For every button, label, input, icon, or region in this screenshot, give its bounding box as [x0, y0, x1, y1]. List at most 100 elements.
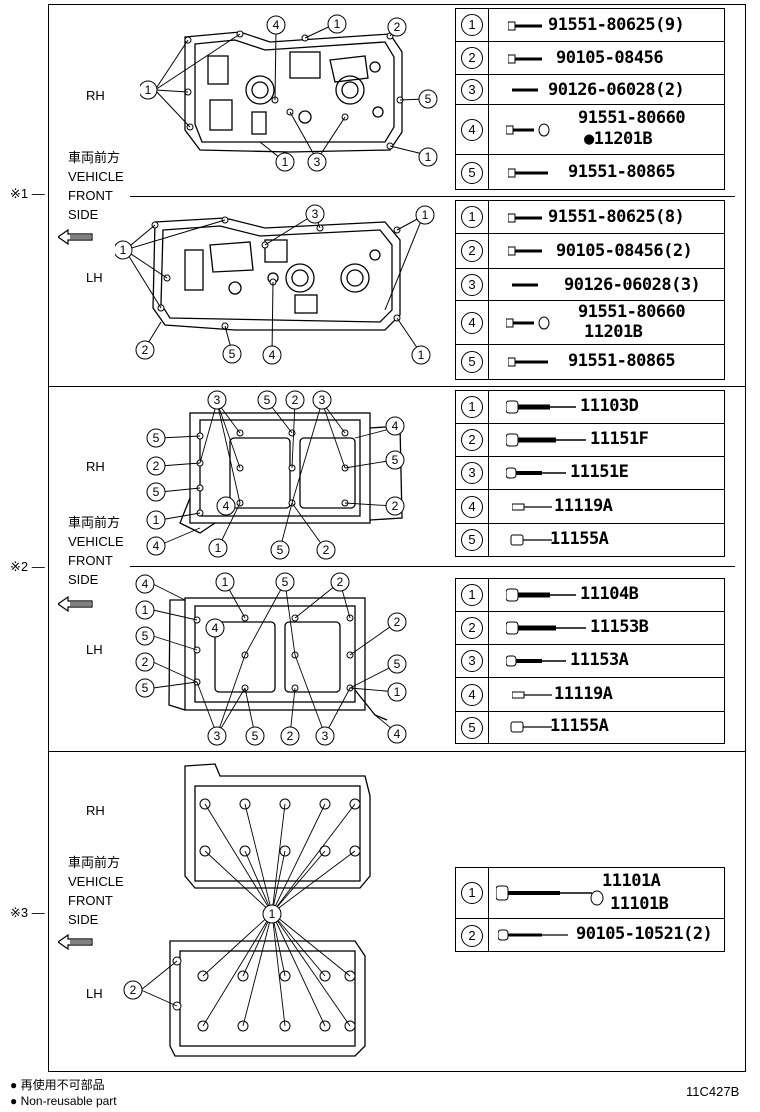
table-row: 2 11151F	[456, 424, 724, 457]
item-number: 1	[461, 14, 483, 36]
part-number: 90105-08456	[556, 48, 664, 68]
item-number: 5	[461, 161, 483, 184]
part-number: 91551-80865	[568, 162, 676, 182]
svg-text:4: 4	[394, 727, 401, 741]
table-row: 5 91551-80865	[456, 345, 724, 379]
table-row: 1 11101A 11101B	[456, 868, 724, 919]
svg-text:2: 2	[142, 655, 149, 669]
item-number: 1	[461, 206, 483, 228]
svg-text:4: 4	[269, 348, 276, 362]
diagram-s3: 1 2	[123, 763, 371, 1057]
svg-text:5: 5	[252, 729, 259, 743]
part-number: 91551-80660	[578, 108, 686, 128]
svg-text:3: 3	[314, 155, 321, 169]
section-divider-2	[48, 751, 746, 752]
part-number: 90126-06028(2)	[548, 80, 685, 100]
table-row: 5 11155A	[456, 524, 724, 556]
bolt-icon	[508, 168, 548, 178]
subdivider-s1	[130, 196, 735, 197]
part-number: 11153B	[590, 617, 649, 637]
parts-table-s3: 1 11101A 11101B 2 90105-10521(2)	[455, 867, 725, 952]
svg-text:5: 5	[142, 681, 149, 695]
svg-text:2: 2	[292, 393, 299, 407]
table-row: 2 90105-10521(2)	[456, 919, 724, 952]
part-number: 11119A	[554, 684, 613, 704]
part-number-nonreusable: ●11201B	[584, 129, 653, 149]
table-row: 4 91551-80660 ●11201B	[456, 105, 724, 155]
dowel-pin-icon	[512, 503, 552, 511]
svg-text:2: 2	[323, 543, 330, 557]
item-number: 2	[461, 617, 483, 639]
item-number: 3	[461, 78, 483, 101]
svg-text:2: 2	[394, 615, 401, 629]
svg-text:5: 5	[142, 629, 149, 643]
bolt-icon	[498, 929, 568, 941]
part-number: 90105-08456(2)	[556, 241, 693, 261]
item-number: 4	[461, 118, 483, 141]
svg-text:1: 1	[215, 541, 222, 555]
item-number: 5	[461, 529, 483, 551]
svg-text:5: 5	[153, 431, 160, 445]
table-row: 5 11155A	[456, 712, 724, 743]
svg-text:1: 1	[425, 150, 432, 164]
svg-text:1: 1	[153, 513, 160, 527]
part-number: 11104B	[580, 584, 639, 604]
label-rh-s1: RH	[86, 88, 105, 103]
front-arrow-icon	[58, 229, 93, 245]
subdivider-s2	[130, 566, 735, 567]
parts-table-s1-lh: 1 91551-80625(8) 2 90105-08456(2) 3 9012…	[455, 200, 725, 380]
part-number: 91551-80660	[578, 302, 686, 322]
bolt-icon	[506, 433, 586, 447]
bushing-icon	[510, 534, 552, 546]
svg-text:2: 2	[142, 343, 149, 357]
part-number: 11201B	[584, 322, 643, 342]
svg-text:2: 2	[287, 729, 294, 743]
table-row: 3 11153A	[456, 645, 724, 678]
parts-table-s2-lh: 1 11104B 2 11153B 3 11153A 4 11119A 5 11…	[455, 578, 725, 744]
bolt-washer-icon	[506, 123, 550, 137]
part-number: 11155A	[550, 529, 609, 549]
svg-text:1: 1	[334, 17, 341, 31]
svg-text:3: 3	[214, 729, 221, 743]
part-number: 11101B	[610, 894, 669, 914]
label-rh-s3: RH	[86, 803, 105, 818]
item-number: 4	[461, 495, 483, 518]
table-row: 2 90105-08456	[456, 42, 724, 75]
front-arrow-icon	[58, 596, 93, 612]
part-number: 11151E	[570, 462, 629, 482]
svg-text:3: 3	[322, 729, 329, 743]
table-row: 2 90105-08456(2)	[456, 234, 724, 269]
bolt-icon	[506, 588, 576, 602]
section-divider-1	[48, 386, 746, 387]
parts-table-s1-rh: 1 91551-80625(9) 2 90105-08456 3 90126-0…	[455, 8, 725, 190]
svg-text:2: 2	[394, 20, 401, 34]
item-number: 4	[461, 311, 483, 334]
svg-text:4: 4	[153, 539, 160, 553]
legend-nonreusable-en: ● Non-reusable part	[10, 1094, 117, 1108]
label-lh-s3: LH	[86, 986, 103, 1001]
item-number: 2	[461, 240, 483, 262]
svg-text:1: 1	[142, 603, 149, 617]
svg-text:4: 4	[392, 419, 399, 433]
table-row: 3 90126-06028(2)	[456, 75, 724, 105]
svg-text:5: 5	[153, 485, 160, 499]
svg-text:4: 4	[142, 577, 149, 591]
bolt-icon	[508, 357, 548, 367]
part-number: 11103D	[580, 396, 639, 416]
part-number: 90105-10521(2)	[576, 924, 713, 944]
table-row: 4 11119A	[456, 678, 724, 712]
svg-text:5: 5	[392, 453, 399, 467]
part-number: 11101A	[602, 871, 661, 891]
stud-icon	[512, 283, 538, 287]
svg-text:1: 1	[418, 348, 425, 362]
svg-text:4: 4	[273, 18, 280, 32]
svg-text:3: 3	[214, 393, 221, 407]
label-lh-s2: LH	[86, 642, 103, 657]
svg-text:2: 2	[392, 499, 399, 513]
svg-text:2: 2	[130, 983, 137, 997]
diagram-s1-rh: 1 4 1 2 5 1 3 1	[140, 14, 438, 172]
table-row: 5 91551-80865	[456, 155, 724, 190]
section-mark-3: ※3 —	[10, 905, 45, 920]
